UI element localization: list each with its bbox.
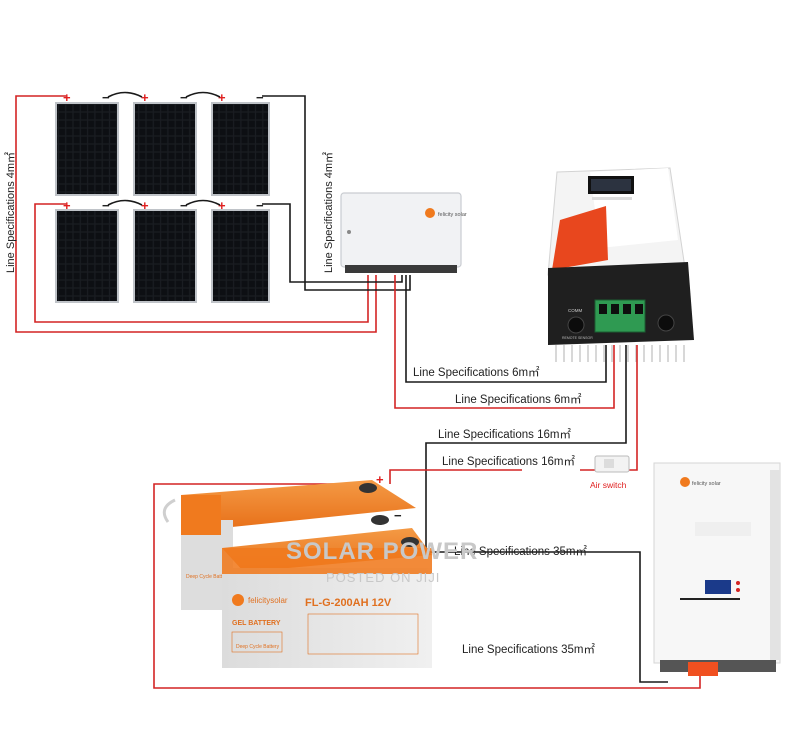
battery-subtitle: Deep Cycle Battery [236,644,280,650]
combiner-brand: felicity solar [438,212,467,218]
air-switch: Air switch [590,455,630,490]
label-inverter-positive: Line Specifications 35m㎡ [462,643,595,656]
positive-sign: + [141,90,149,105]
remote-sensor-label: REMOTE SENSOR [562,336,593,340]
label-inverter-negative: Line Specifications 35m㎡ [454,545,587,558]
label-pv-negative: Line Specifications 6m㎡ [413,366,540,379]
panel-terminals: + − + − + − + − + − + − [63,90,264,213]
brand-logo-icon [232,594,244,606]
inverter-display [705,580,731,594]
positive-sign: + [218,198,226,213]
inverter: felicity solar [653,462,781,676]
solar-panel-array [55,102,270,303]
led-icon [736,581,740,585]
battery-type: GEL BATTERY [232,620,281,627]
heatsink-fins [555,345,685,362]
solar-panel-4 [55,209,119,303]
handle-icon [162,498,176,523]
watermark-line2: POSTED ON JIJI [326,570,440,585]
solar-panel-2 [133,102,197,196]
port-icon [657,314,675,332]
inverter-terminal [688,662,718,676]
combiner-box: felicity solar [340,192,467,273]
negative-sign: − [180,90,188,105]
label-battery-positive: Line Specifications 16m㎡ [442,455,575,468]
battery-sub-rear: Deep Cycle Battery [186,574,230,580]
negative-sign: − [256,90,264,105]
pv-wiring [394,275,615,409]
battery-front: − felicitysolar FL-G-200AH 12V GEL BATTE… [222,508,432,668]
solar-panel-1 [55,102,119,196]
comm-label: COMM [568,308,582,313]
solar-panel-3 [211,102,270,196]
negative-sign: − [180,198,188,213]
brand-logo-icon [425,208,435,218]
brand-logo-icon [680,477,690,487]
positive-sign: + [376,472,384,487]
label-panel-left: Line Specifications 4m㎡ [4,152,17,273]
negative-sign: − [394,508,402,523]
terminal-icon [359,483,377,493]
led-icon [736,588,740,592]
solar-panel-6 [211,209,270,303]
solar-panel-5 [133,209,197,303]
terminal-icon [401,537,419,547]
negative-sign: − [102,90,110,105]
air-switch-label: Air switch [590,480,627,490]
label-panel-right: Line Specifications 4m㎡ [322,152,335,273]
inverter-brand: felicity solar [692,481,721,487]
label-pv-positive: Line Specifications 6m㎡ [455,393,582,406]
battery-model: FL-G-200AH 12V [305,597,392,609]
positive-sign: + [63,198,71,213]
battery-brand: felicitysolar [248,596,288,605]
lock-icon [347,230,351,234]
positive-sign: + [141,198,149,213]
terminal-icon [371,515,389,525]
positive-sign: + [218,90,226,105]
panel-jumpers [107,91,221,206]
label-battery-negative: Line Specifications 16m㎡ [438,428,571,441]
panel-wiring [15,95,411,333]
negative-sign: − [256,198,264,213]
inverter-wiring [153,483,701,689]
negative-sign: − [102,198,110,213]
positive-sign: + [63,90,71,105]
watermark-line1: SOLAR POWER [286,538,478,565]
charge-controller: COMM REMOTE SENSOR [547,167,694,362]
comm-port-icon [567,316,585,334]
